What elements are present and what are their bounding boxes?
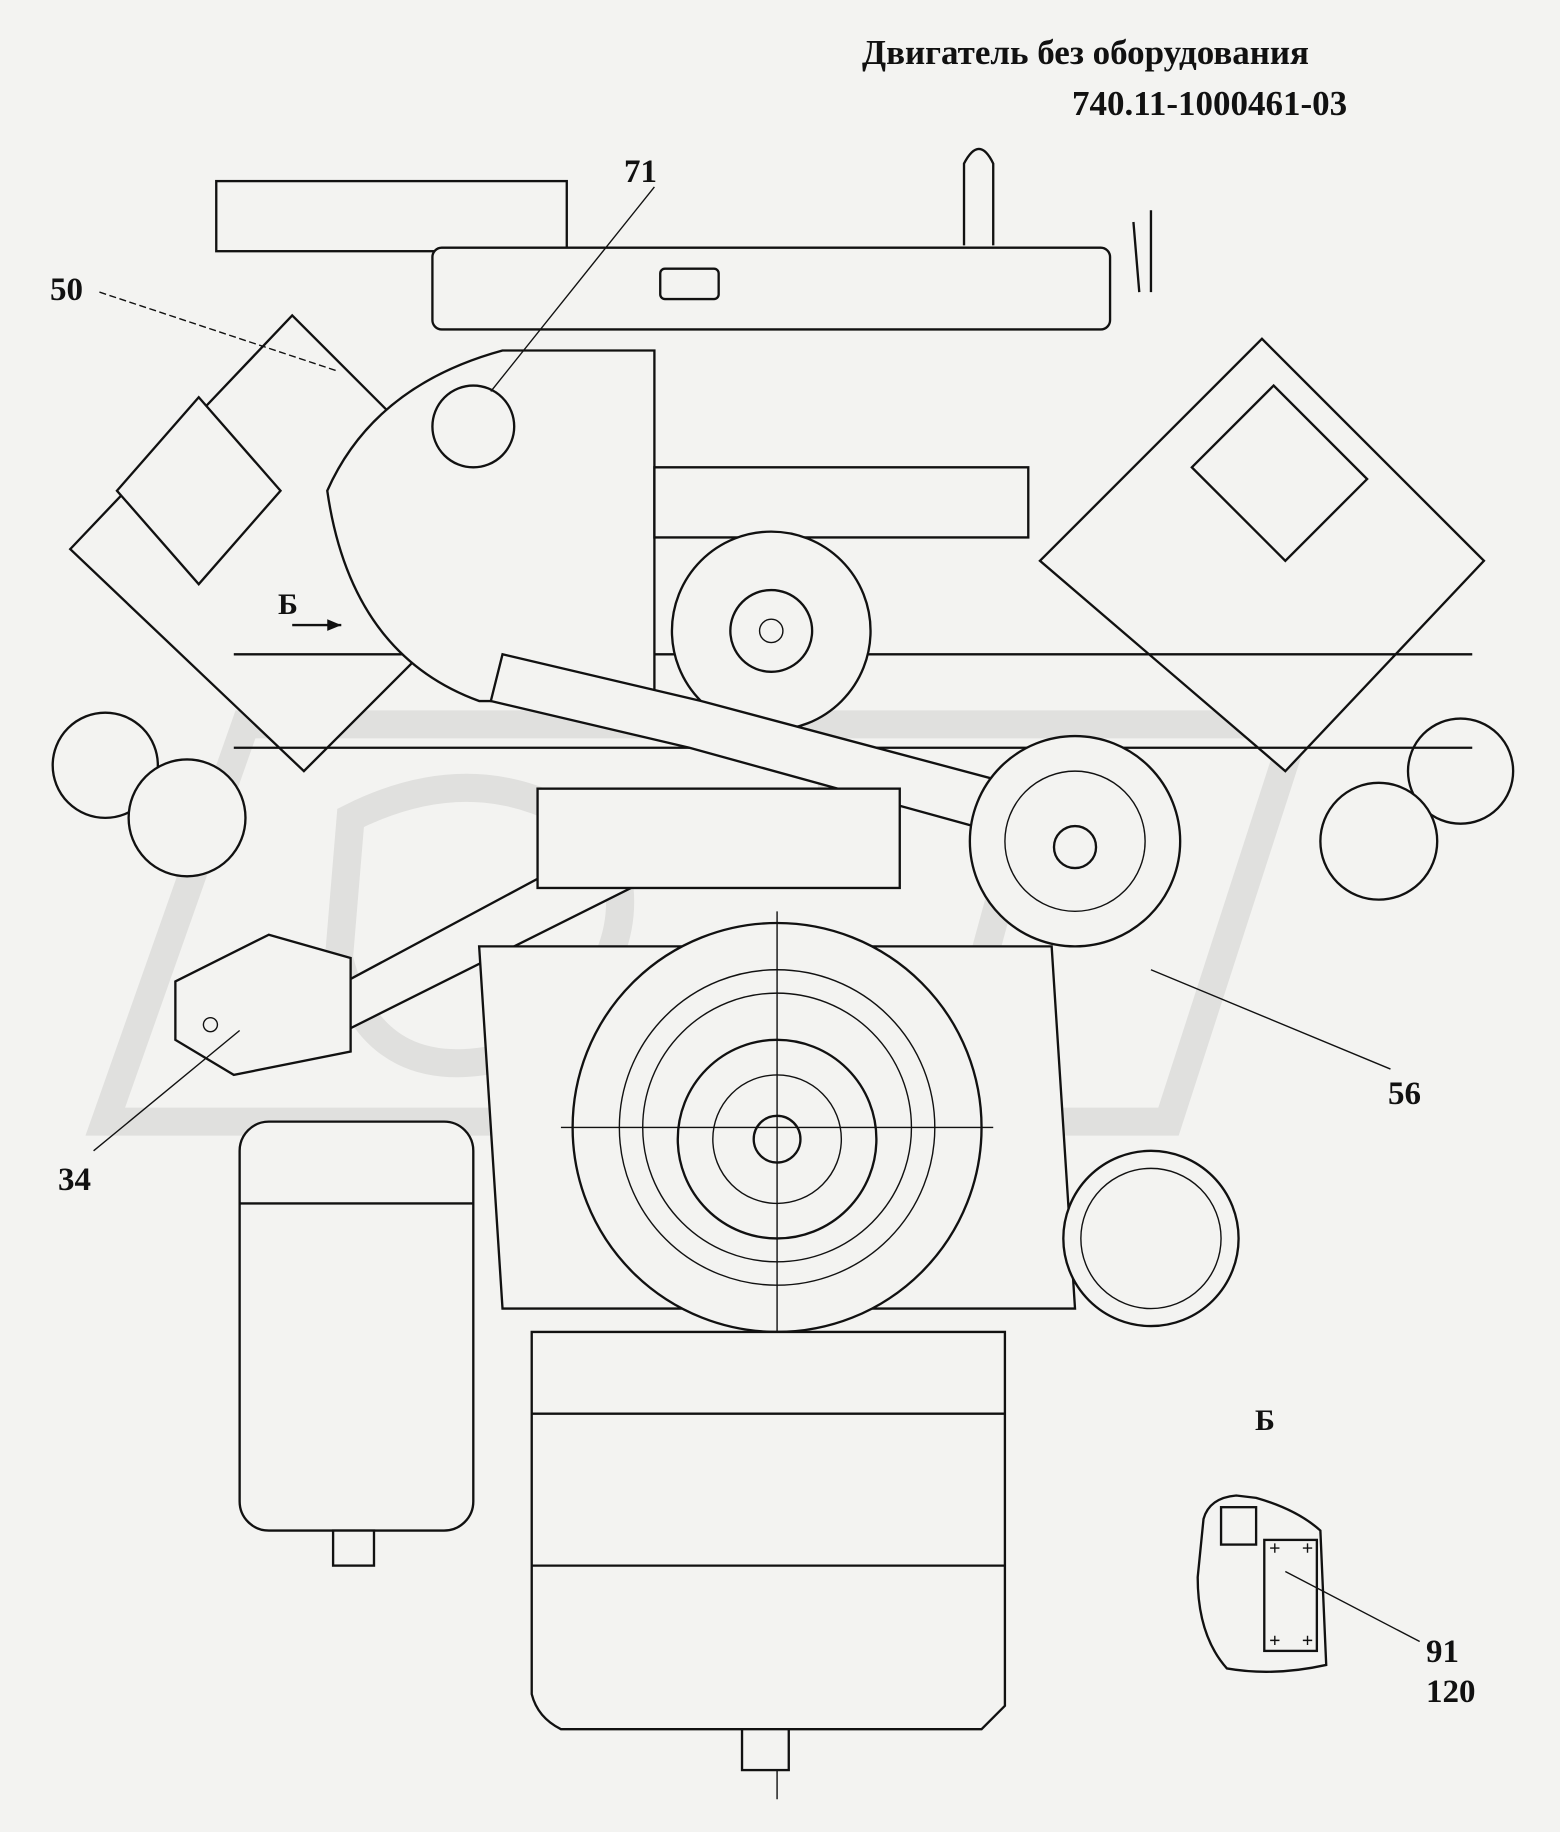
callout-34: 34 — [58, 1162, 91, 1198]
oil-pan — [530, 1330, 1007, 1772]
part-number: 740.11-1000461-03 — [1072, 84, 1348, 123]
water-pump — [968, 734, 1182, 948]
detail-view-label: Б — [1255, 1404, 1275, 1437]
intake-manifold — [215, 147, 1153, 331]
oil-cooler-bracket — [174, 933, 352, 1077]
callout-91: 91 — [1426, 1634, 1459, 1670]
drawing-title: Двигатель без оборудования — [862, 33, 1309, 72]
detail-view-b — [1196, 1494, 1328, 1673]
timing-cover — [477, 911, 1077, 1800]
engine-block — [233, 349, 1473, 749]
view-marker-arrow-label: Б — [278, 588, 298, 621]
housing-right — [1062, 1149, 1240, 1328]
callout-71: 71 — [624, 154, 657, 190]
leader-lines — [93, 186, 1421, 1643]
callout-50: 50 — [50, 272, 83, 308]
callout-120: 120 — [1426, 1674, 1476, 1710]
oil-filter — [238, 1120, 475, 1567]
water-pipe — [278, 652, 1054, 1054]
callout-56: 56 — [1388, 1076, 1421, 1112]
right-cylinder-head — [1038, 337, 1515, 901]
